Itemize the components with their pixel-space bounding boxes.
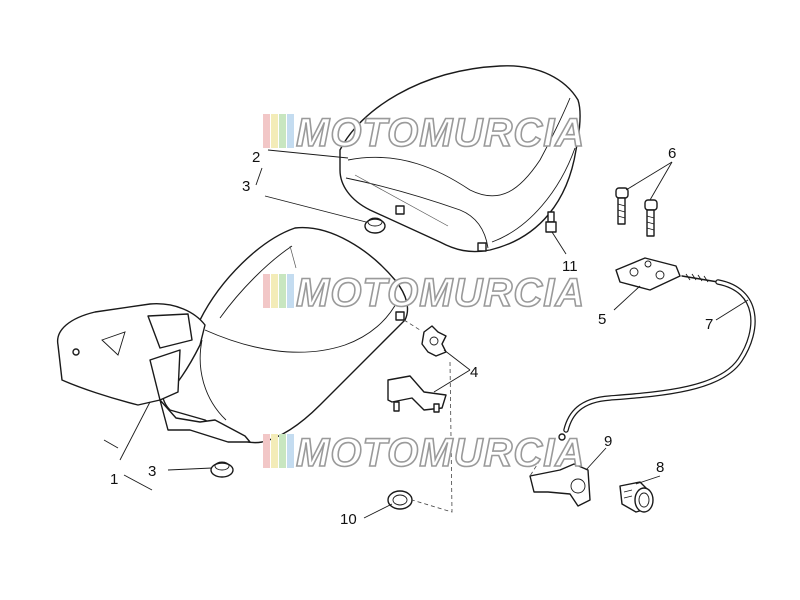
watermark-bottom: MOTOMURCIA <box>263 430 585 476</box>
callout-5[interactable]: 5 <box>598 311 606 328</box>
callout-7[interactable]: 7 <box>705 316 713 333</box>
rubber-buffer-upper[interactable] <box>364 217 386 234</box>
callout-4[interactable]: 4 <box>470 364 478 381</box>
callout-1[interactable]: 1 <box>110 471 118 488</box>
bolt-right[interactable] <box>644 199 658 237</box>
rider-seat[interactable] <box>57 226 409 444</box>
passenger-seat[interactable] <box>339 65 581 253</box>
callout-6[interactable]: 6 <box>668 145 676 162</box>
callout-11[interactable]: 11 <box>562 258 578 275</box>
callout-3-lower[interactable]: 3 <box>148 463 156 480</box>
seat-bracket[interactable] <box>387 375 447 413</box>
callout-8[interactable]: 8 <box>656 459 664 476</box>
clip-ring[interactable] <box>387 490 413 510</box>
watermark-text: MOTOMURCIA <box>296 271 585 315</box>
release-cable[interactable] <box>558 273 756 441</box>
seat-pin[interactable] <box>545 211 557 233</box>
watermark-middle: MOTOMURCIA <box>263 270 585 316</box>
watermark-text: MOTOMURCIA <box>296 111 585 155</box>
callout-10[interactable]: 10 <box>340 511 357 528</box>
watermark-stripes <box>263 434 294 468</box>
watermark-top: MOTOMURCIA <box>263 110 585 156</box>
lock-bracket[interactable] <box>529 463 591 507</box>
watermark-text: MOTOMURCIA <box>296 431 585 475</box>
lock-barrel[interactable] <box>619 481 654 513</box>
assembly-lines <box>403 319 541 513</box>
watermark-stripes <box>263 114 294 148</box>
rubber-buffer-lower[interactable] <box>210 461 234 478</box>
callout-3-upper[interactable]: 3 <box>242 178 250 195</box>
callout-2[interactable]: 2 <box>252 149 260 166</box>
callout-9[interactable]: 9 <box>604 433 612 450</box>
seat-lock-plate[interactable] <box>615 257 681 291</box>
watermark-stripes <box>263 274 294 308</box>
seat-knob[interactable] <box>421 325 447 357</box>
leader-lines <box>103 149 749 519</box>
bolt-left[interactable] <box>615 187 629 225</box>
callout-labels: 2 3 6 11 5 7 4 9 8 3 1 10 <box>110 145 713 528</box>
